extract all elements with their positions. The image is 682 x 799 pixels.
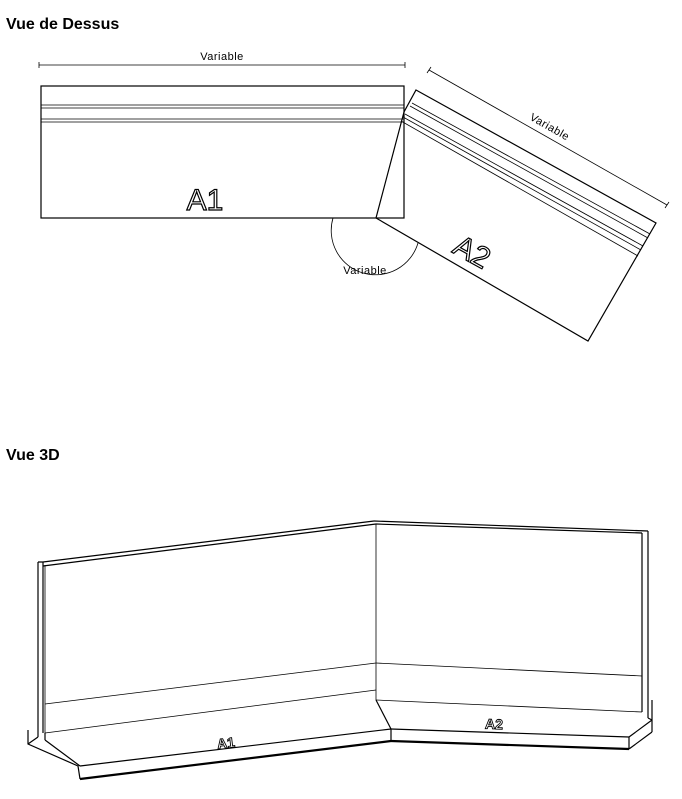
base-footing: [27, 699, 653, 781]
view-3d-title: Vue 3D: [6, 447, 60, 464]
angle-label: Variable: [343, 265, 387, 277]
segment-a1-label: A1: [187, 184, 224, 217]
top-view-drawing: Variable A1 A2 Variable Variable: [38, 51, 670, 342]
segment-a1-outline: [40, 85, 405, 219]
wall-a2: [373, 520, 649, 718]
top-view-title: Vue de Dessus: [6, 16, 120, 33]
segment-a2-outline: [375, 89, 657, 342]
angle-dimension: Variable: [330, 217, 419, 277]
view-3d-a2-label: A2: [485, 716, 504, 733]
view-3d-a1-label: A1: [216, 734, 236, 752]
dimension-a1: Variable: [38, 51, 406, 68]
dimension-a1-label: Variable: [200, 51, 244, 63]
wall-a1: [37, 520, 377, 737]
